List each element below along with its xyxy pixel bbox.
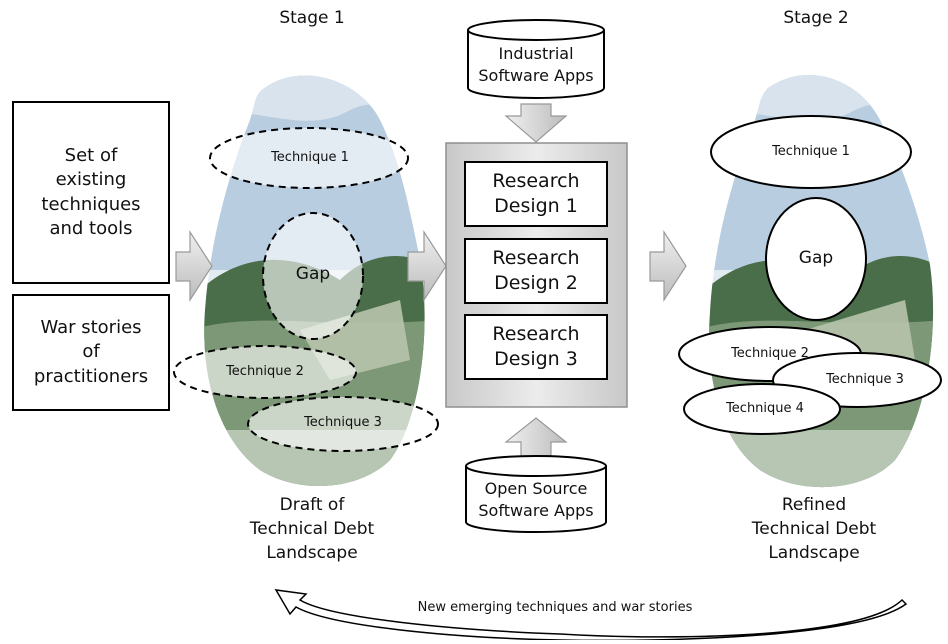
research-design-line: Research	[492, 323, 580, 346]
research-design-line: Design 1	[494, 195, 578, 217]
arrow-stage1-to-research	[407, 229, 447, 303]
existing-techniques-line: and tools	[49, 217, 133, 239]
war-stories-line: War stories	[40, 317, 142, 339]
war-stories-line: practitioners	[33, 365, 149, 387]
industrial-apps-cylinder	[467, 19, 605, 99]
industrial-apps-label: Industrial Software Apps	[468, 43, 604, 86]
feedback-label: New emerging techniques and war stories	[417, 600, 693, 615]
opensource-apps-cylinder	[465, 455, 607, 533]
stage2-caption: Refined Technical Debt Landscape	[722, 494, 906, 565]
feedback-arrow	[274, 589, 908, 642]
stage2-technique4-label: Technique 4	[726, 401, 804, 416]
research-design-line: Design 3	[494, 348, 578, 370]
arrow-inputs-to-stage1	[175, 229, 213, 303]
stage2-caption-line: Refined	[781, 495, 847, 515]
research-design-line: Research	[492, 170, 580, 193]
stage1-caption: Draft of Technical Debt Landscape	[220, 494, 404, 565]
stage2-caption-line: Landscape	[768, 542, 860, 563]
industrial-apps-line: Industrial	[498, 44, 574, 63]
research-design-3: Research Design 3	[464, 314, 608, 380]
research-design-line: Research	[492, 247, 580, 270]
stage1-gap-ellipse	[262, 212, 364, 340]
stage2-technique4-ellipse	[683, 383, 841, 435]
opensource-apps-label: Open Source Software Apps	[466, 478, 606, 521]
research-design-2: Research Design 2	[464, 238, 608, 304]
stage2-technique1-label: Technique 1	[772, 144, 850, 159]
existing-techniques-line: Set of	[64, 144, 118, 166]
stage1-caption-line: Landscape	[266, 542, 358, 563]
existing-techniques-line: techniques	[41, 193, 141, 215]
stage2-title: Stage 2	[783, 8, 849, 28]
stage2-gap-label: Gap	[798, 248, 834, 268]
opensource-apps-line: Open Source	[484, 479, 588, 498]
existing-techniques-box: Set of existing techniques and tools	[12, 101, 170, 284]
research-design-line: Design 2	[494, 272, 578, 294]
arrow-industrial-down	[504, 103, 568, 143]
industrial-apps-line: Software Apps	[478, 65, 594, 85]
stage2-gap-ellipse	[765, 197, 867, 321]
stage1-technique3-ellipse	[247, 396, 439, 452]
stage1-title: Stage 1	[279, 8, 345, 28]
stage1-technique2-label: Technique 2	[226, 364, 304, 379]
stage1-gap-label: Gap	[295, 264, 331, 284]
stage1-caption-line: Technical Debt	[249, 518, 375, 539]
stage2-technique1-ellipse	[710, 115, 912, 189]
stage1-technique1-label: Technique 1	[271, 150, 349, 165]
arrow-research-to-stage2	[649, 229, 687, 303]
opensource-apps-line: Software Apps	[478, 500, 594, 520]
arrow-opensource-up	[504, 417, 568, 457]
war-stories-line: of	[82, 341, 100, 363]
stage1-technique2-ellipse	[173, 345, 357, 399]
stage2-technique3-label: Technique 3	[826, 372, 904, 387]
research-design-1: Research Design 1	[464, 161, 608, 227]
war-stories-box: War stories of practitioners	[12, 294, 170, 411]
stage1-technique3-label: Technique 3	[304, 415, 382, 430]
stage2-caption-line: Technical Debt	[751, 518, 877, 539]
stage2-technique2-label: Technique 2	[731, 346, 809, 361]
stage1-caption-line: Draft of	[279, 495, 345, 515]
stage1-technique1-ellipse	[209, 127, 409, 189]
existing-techniques-line: existing	[55, 169, 127, 191]
